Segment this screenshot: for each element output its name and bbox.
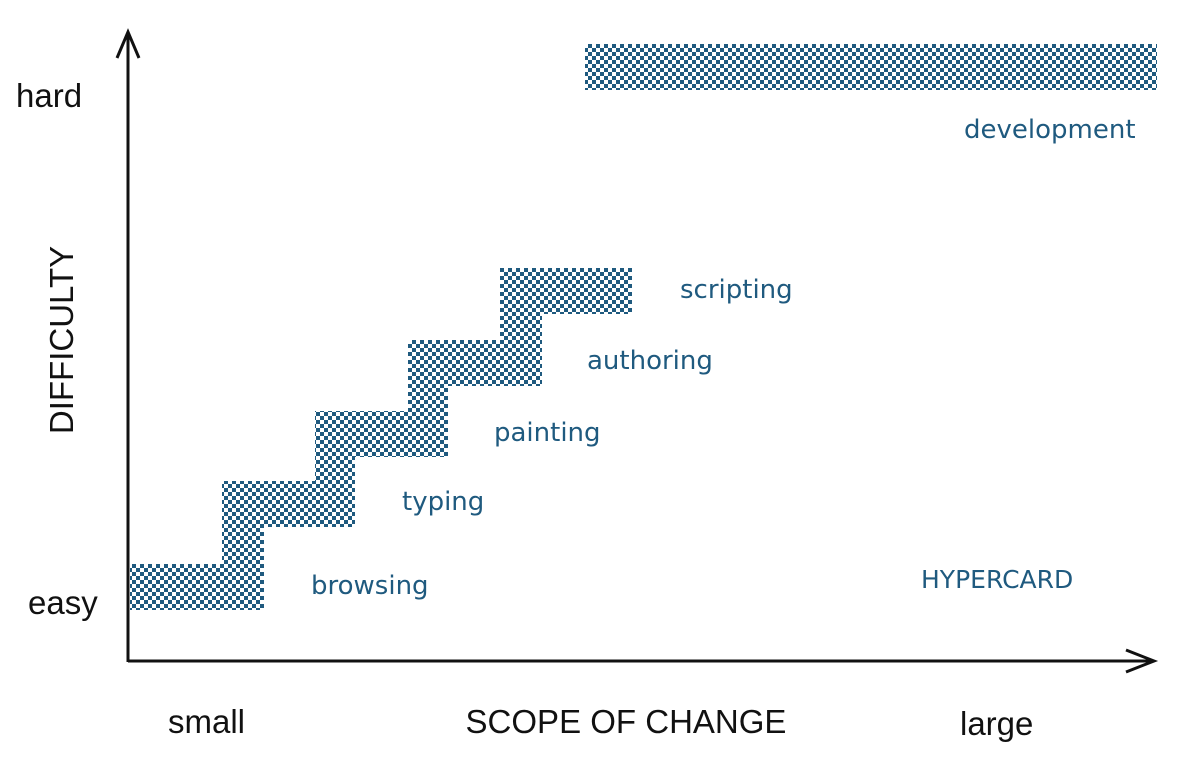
y-axis-arrowhead bbox=[115, 28, 141, 59]
y-axis-bottom-label: easy bbox=[28, 584, 98, 621]
y-axis-title: DIFFICULTY bbox=[43, 246, 80, 434]
step-label-development: development bbox=[964, 115, 1136, 145]
x-axis-left-label: small bbox=[168, 703, 245, 740]
step-label-typing: typing bbox=[402, 487, 484, 517]
x-axis-right-label: large bbox=[960, 705, 1033, 742]
x-axis-title: SCOPE OF CHANGE bbox=[466, 703, 787, 740]
typing-riser bbox=[222, 481, 264, 610]
step-label-authoring: authoring bbox=[587, 346, 713, 376]
step-label-scripting: scripting bbox=[680, 275, 793, 305]
x-axis-arrowhead bbox=[1125, 648, 1159, 674]
development-bar bbox=[585, 44, 1157, 90]
staircase-bars bbox=[130, 44, 1157, 610]
y-axis-top-label: hard bbox=[16, 77, 82, 114]
authoring-riser bbox=[408, 340, 448, 457]
axes bbox=[115, 28, 1159, 674]
step-label-browsing: browsing bbox=[311, 571, 429, 601]
painting-riser bbox=[315, 411, 355, 527]
scripting-riser bbox=[500, 268, 542, 386]
step-label-painting: painting bbox=[494, 418, 601, 448]
hypercard-brand-label: HYPERCARD bbox=[921, 565, 1073, 594]
